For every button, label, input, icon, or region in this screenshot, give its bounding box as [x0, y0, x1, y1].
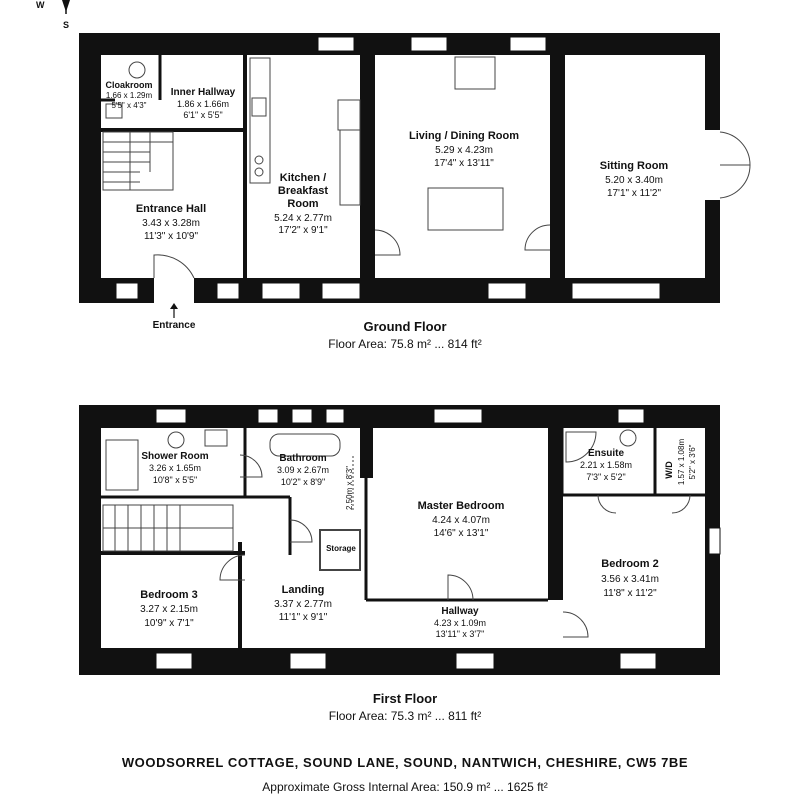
shower-room-name: Shower Room	[141, 451, 208, 462]
living-name: Living / Dining Room	[409, 130, 519, 142]
hallway-imperial: 13'11" x 3'7"	[436, 629, 485, 639]
landing-imperial: 11'1" x 9'1"	[279, 612, 328, 623]
bedroom-2-metric: 3.56 x 3.41m	[601, 574, 659, 585]
entrance-hall-metric: 3.43 x 3.28m	[142, 218, 200, 229]
ground-floor-plan	[79, 33, 751, 303]
entrance-arrow-icon	[170, 303, 178, 318]
inner-hallway-name: Inner Hallway	[171, 87, 236, 98]
cloakroom-metric: 1.66 x 1.29m	[106, 91, 153, 100]
bathroom-metric: 3.09 x 2.67m	[277, 465, 329, 475]
kitchen-name-1: Kitchen /	[280, 172, 326, 184]
ensuite-metric: 2.21 x 1.58m	[580, 460, 632, 470]
bedroom-3-metric: 3.27 x 2.15m	[140, 604, 198, 615]
sitting-imperial: 17'1" x 11'2"	[607, 188, 662, 199]
ff-wall-master-bed2	[548, 428, 563, 600]
landing-depth-dimension: 2.50m x 8'3"	[345, 466, 354, 510]
wd-name: W/D	[664, 461, 674, 479]
sitting-metric: 5.20 x 3.40m	[605, 175, 663, 186]
bedroom-2-name: Bedroom 2	[601, 558, 658, 570]
ff-wall-bath-master	[360, 428, 373, 478]
ff-west-wall	[79, 405, 101, 675]
ff-north-wall	[79, 405, 720, 428]
kitchen-imperial: 17'2" x 9'1"	[278, 225, 328, 236]
sitting-name: Sitting Room	[600, 160, 669, 172]
storage-label: Storage	[326, 544, 356, 553]
master-bedroom-name: Master Bedroom	[418, 500, 505, 512]
cloakroom-name: Cloakroom	[105, 80, 152, 90]
entrance-label: Entrance	[153, 320, 196, 331]
kitchen-metric: 5.24 x 2.77m	[274, 213, 332, 224]
wd-imperial: 5'2" x 3'6"	[688, 444, 697, 479]
bedroom-2-imperial: 11'8" x 11'2"	[603, 588, 657, 599]
kitchen-name-2: Breakfast	[278, 185, 328, 197]
compass-icon: W S	[36, 0, 70, 30]
property-address: WOODSORREL COTTAGE, SOUND LANE, SOUND, N…	[122, 755, 688, 770]
first-floor-plan	[79, 405, 721, 675]
gf-north-wall	[79, 33, 720, 55]
wd-metric: 1.57 x 1.08m	[677, 439, 686, 486]
gross-internal-area: Approximate Gross Internal Area: 150.9 m…	[262, 780, 547, 794]
compass-west: W	[36, 0, 45, 10]
bathroom-name: Bathroom	[279, 453, 326, 464]
gf-wall-living-sitting	[550, 55, 565, 278]
cloakroom-imperial: 5'5" x 4'3"	[112, 101, 147, 110]
kitchen-name-3: Room	[287, 198, 318, 210]
living-imperial: 17'4" x 13'11"	[434, 158, 494, 169]
entrance-hall-name: Entrance Hall	[136, 203, 206, 215]
master-bedroom-imperial: 14'6" x 13'1"	[434, 528, 489, 539]
ensuite-name: Ensuite	[588, 448, 625, 459]
first-floor-area: Floor Area: 75.3 m² ... 811 ft²	[329, 709, 482, 723]
ground-floor-area: Floor Area: 75.8 m² ... 814 ft²	[328, 337, 481, 351]
master-bedroom-metric: 4.24 x 4.07m	[432, 515, 490, 526]
inner-hallway-metric: 1.86 x 1.66m	[177, 99, 229, 109]
hallway-metric: 4.23 x 1.09m	[434, 618, 486, 628]
gf-west-wall	[79, 33, 101, 303]
shower-room-metric: 3.26 x 1.65m	[149, 463, 201, 473]
bathroom-imperial: 10'2" x 8'9"	[281, 477, 325, 487]
bedroom-3-imperial: 10'9" x 7'1"	[144, 618, 194, 629]
living-metric: 5.29 x 4.23m	[435, 145, 493, 156]
bedroom-3-name: Bedroom 3	[140, 589, 197, 601]
entrance-hall-imperial: 11'3" x 10'9"	[144, 231, 199, 242]
landing-metric: 3.37 x 2.77m	[274, 599, 332, 610]
shower-room-imperial: 10'8" x 5'5"	[153, 475, 197, 485]
compass-south: S	[63, 20, 69, 30]
hallway-name: Hallway	[441, 606, 479, 617]
ground-floor-title: Ground Floor	[363, 319, 446, 334]
landing-name: Landing	[282, 584, 325, 596]
gf-wall-kitchen-living	[360, 55, 375, 278]
ensuite-imperial: 7'3" x 5'2"	[586, 472, 625, 482]
first-floor-title: First Floor	[373, 691, 437, 706]
inner-hallway-imperial: 6'1" x 5'5"	[183, 110, 222, 120]
